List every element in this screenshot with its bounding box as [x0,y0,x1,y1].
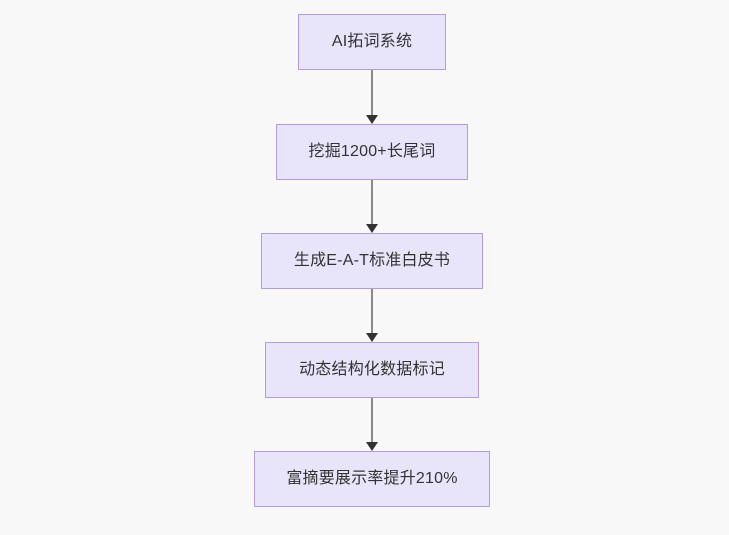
flowchart-node-4-label: 动态结构化数据标记 [299,361,445,378]
connector-line [371,70,373,116]
flowchart-connector-4-to-5 [360,398,384,451]
flowchart-node-2[interactable]: 挖掘1200+长尾词 [276,124,468,180]
flowchart-connector-3-to-4 [360,289,384,342]
flowchart-node-1[interactable]: AI拓词系统 [298,14,446,70]
flowchart-node-5-label: 富摘要展示率提升210% [286,470,458,487]
flowchart-node-3[interactable]: 生成E-A-T标准白皮书 [261,233,483,289]
flowchart-node-1-label: AI拓词系统 [331,33,413,50]
arrowhead-down-icon [366,333,378,342]
connector-line [371,289,373,334]
connector-line [371,180,373,225]
flowchart-connector-2-to-3 [360,180,384,233]
arrowhead-down-icon [366,224,378,233]
flowchart-node-5[interactable]: 富摘要展示率提升210% [254,451,490,507]
arrowhead-down-icon [366,115,378,124]
flowchart-node-4[interactable]: 动态结构化数据标记 [265,342,479,398]
flowchart-connector-1-to-2 [360,70,384,124]
arrowhead-down-icon [366,442,378,451]
flowchart-node-2-label: 挖掘1200+长尾词 [308,143,436,160]
connector-line [371,398,373,443]
flowchart-node-3-label: 生成E-A-T标准白皮书 [293,252,451,269]
